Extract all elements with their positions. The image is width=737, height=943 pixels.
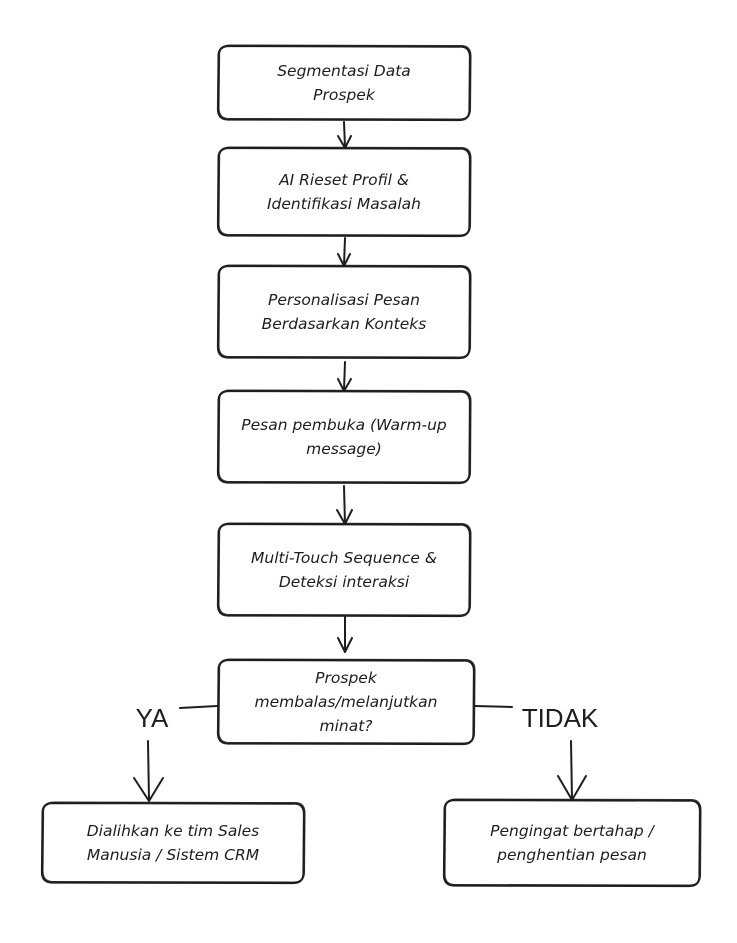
node-outline [216,44,472,122]
branch-label-no: TIDAK [522,703,599,733]
node-label-line: Prospek [315,669,378,687]
node-outline [40,801,306,885]
node-label-line: message) [306,440,382,458]
node-outline [216,264,472,360]
node-outline-sketch [218,658,476,744]
arrow-decision-yes [133,705,218,802]
node-label-line: Prospek [313,86,376,104]
node-label-line: Deteksi interaksi [279,573,410,591]
node-label-line: penghentian pesan [496,846,647,864]
node-label-line: Identifikasi Masalah [267,195,421,213]
node-label-line: Multi-Touch Sequence & [251,549,437,567]
node-label-line: minat? [319,717,372,735]
node-outline-sketch [42,801,306,883]
node-label-line: Personalisasi Pesan [268,291,420,309]
node-outline [216,389,472,485]
node-label-line: Dialihkan ke tim Sales [87,822,260,840]
node-outline [216,146,472,238]
node-outline [216,658,476,746]
node-label-line: AI Rieset Profil & [278,171,409,189]
node-label-line: Berdasarkan Konteks [262,315,427,333]
node-outline-sketch [444,798,702,886]
node-label-line: membalas/melanjutkan [255,693,438,711]
node-outline [216,522,472,618]
arrow-n1-n2 [337,121,352,149]
node-outline [442,798,702,888]
node-label-line: Segmentasi Data [277,62,411,80]
node-label-line: Pesan pembuka (Warm-up [241,416,447,434]
node-no-target: Pengingat bertahap / penghentian pesan [442,798,702,888]
node-outline-sketch [218,522,472,616]
arrow-decision-no [474,705,587,801]
node-label-line: Pengingat bertahap / [490,822,655,840]
node-outline-sketch [218,264,472,358]
arrow-n2-n3 [337,237,351,267]
arrow-n4-n5 [336,485,353,525]
node-n5: Multi-Touch Sequence & Deteksi interaksi [216,522,472,618]
arrow-n5-decision [337,615,353,653]
branch-label-yes: YA [136,703,169,733]
node-label-line: Manusia / Sistem CRM [87,846,259,864]
node-decision: Prospek membalas/melanjutkan minat? [216,658,476,746]
node-outline-sketch [218,389,472,483]
node-n2: AI Rieset Profil & Identifikasi Masalah [216,146,472,238]
arrow-n3-n4 [337,361,352,392]
node-outline-sketch [218,146,472,236]
node-n4: Pesan pembuka (Warm-up message) [216,389,472,485]
node-outline-sketch [218,44,472,120]
flowchart-connectors [133,121,587,802]
